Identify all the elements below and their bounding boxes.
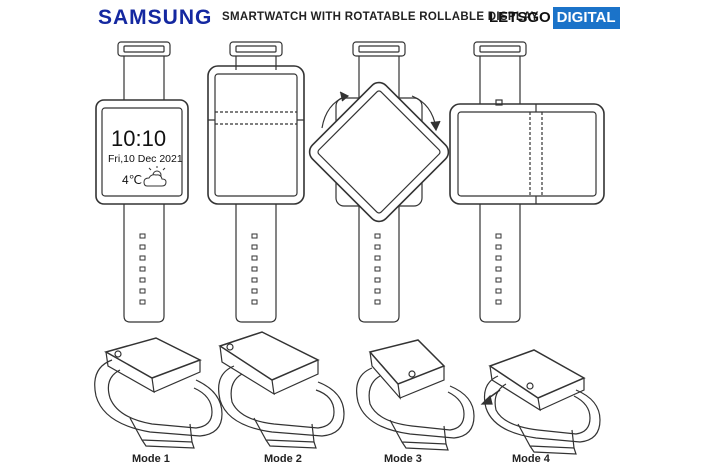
watch-body <box>218 331 320 396</box>
date-text: Fri,10 Dec 2021 <box>108 153 183 165</box>
logo-highlight: DIGITAL <box>552 7 620 29</box>
rolled-out-display <box>449 103 605 205</box>
watch-body <box>104 337 202 394</box>
rolled-out-display <box>207 65 305 205</box>
letsgodigital-logo: LETSGO DIGITAL <box>489 7 620 29</box>
watch-strap-top <box>117 41 171 100</box>
rotate-counterclockwise-arrow-icon <box>321 91 350 129</box>
rotate-clockwise-arrow-icon <box>411 95 441 132</box>
rotated-display <box>308 81 450 223</box>
watch-strap-bottom <box>358 206 400 323</box>
watch-display: 10:10 Fri,10 Dec 2021 4℃ <box>108 126 183 187</box>
watch-strap-top <box>473 41 527 106</box>
watch-front-view-2 <box>207 41 305 323</box>
mode-3-label: Mode 3 <box>384 453 422 465</box>
samsung-logo: SAMSUNG <box>98 6 213 29</box>
watch-body <box>368 339 446 400</box>
mode-4-label: Mode 4 <box>512 453 551 465</box>
watch-front-view-1: 10:10 Fri,10 Dec 2021 4℃ <box>95 41 189 323</box>
watch-front-view-3 <box>308 41 450 323</box>
mode-1-perspective-view: Mode 1 <box>94 337 223 465</box>
watch-strap-top <box>352 41 406 98</box>
watch-strap-bottom <box>479 204 521 323</box>
logo-text: LETSGO <box>489 9 551 26</box>
mode-3-perspective-view: Mode 3 <box>356 339 475 465</box>
slide-arrow-icon <box>480 389 501 405</box>
watch-strap-top <box>229 41 283 70</box>
mode-2-label: Mode 2 <box>264 453 302 465</box>
cloud-sun-icon <box>143 166 167 187</box>
page-title: SMARTWATCH WITH ROTATABLE ROLLABLE DISPL… <box>222 11 539 23</box>
watch-body <box>488 349 586 412</box>
watch-strap-bottom <box>123 204 165 323</box>
watch-front-view-4 <box>449 41 605 323</box>
mode-2-perspective-view: Mode 2 <box>218 331 345 465</box>
mode-1-label: Mode 1 <box>132 453 170 465</box>
watch-strap-bottom <box>235 204 277 323</box>
temperature-text: 4℃ <box>122 173 142 187</box>
time-text: 10:10 <box>111 126 166 151</box>
mode-4-perspective-view: Mode 4 <box>480 349 601 465</box>
watch-case <box>95 99 189 205</box>
